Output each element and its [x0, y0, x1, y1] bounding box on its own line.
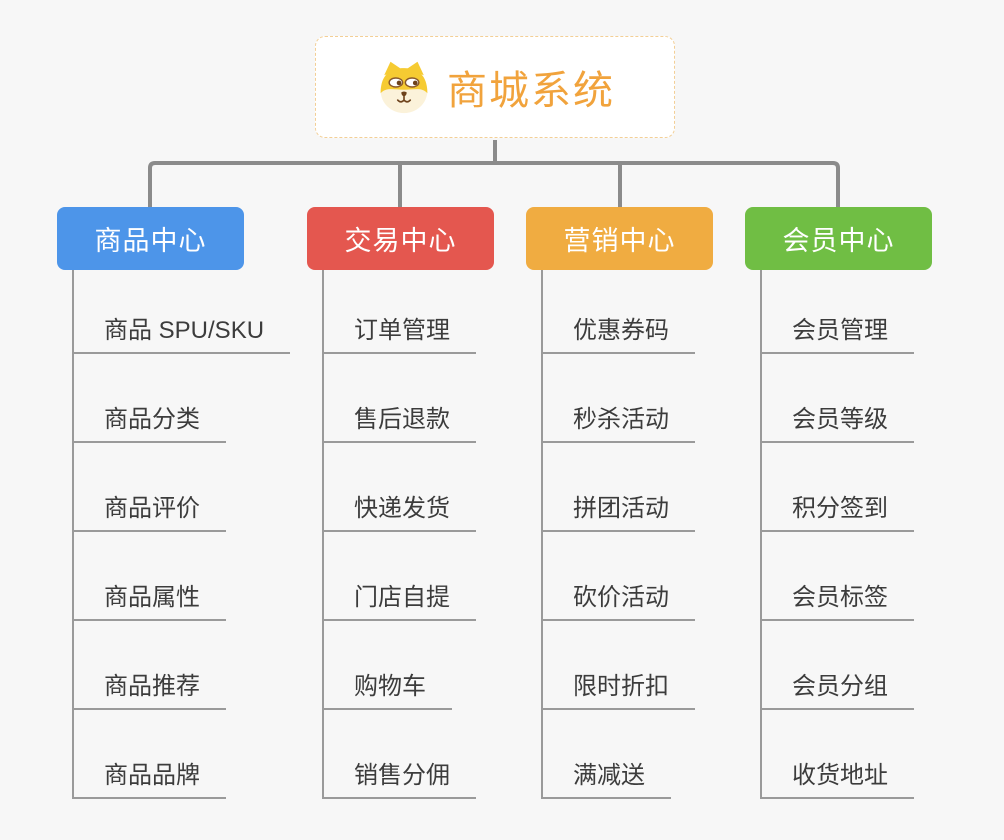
leaf-node[interactable]: 商品推荐 [72, 668, 226, 710]
leaf-node[interactable]: 订单管理 [322, 312, 476, 354]
leaf-node[interactable]: 门店自提 [322, 579, 476, 621]
branch-trunk-line [760, 270, 762, 799]
leaf-node[interactable]: 商品分类 [72, 401, 226, 443]
leaf-node[interactable]: 会员管理 [760, 312, 914, 354]
leaf-node[interactable]: 积分签到 [760, 490, 914, 532]
dog-face-icon [375, 60, 433, 114]
leaf-node[interactable]: 会员标签 [760, 579, 914, 621]
leaf-node[interactable]: 秒杀活动 [541, 401, 695, 443]
branch-node-3[interactable]: 营销中心 [526, 207, 713, 270]
root-node[interactable]: 商城系统 [315, 36, 675, 138]
branch-node-1[interactable]: 商品中心 [57, 207, 244, 270]
branch-node-2[interactable]: 交易中心 [307, 207, 494, 270]
leaf-node[interactable]: 商品属性 [72, 579, 226, 621]
branch-node-4[interactable]: 会员中心 [745, 207, 932, 270]
leaf-node[interactable]: 拼团活动 [541, 490, 695, 532]
root-title: 商城系统 [447, 69, 615, 113]
leaf-node[interactable]: 商品 SPU/SKU [72, 312, 291, 354]
leaf-node[interactable]: 售后退款 [322, 401, 476, 443]
branch-trunk-line [72, 270, 74, 799]
leaf-node[interactable]: 会员分组 [760, 668, 914, 710]
branch-trunk-line [541, 270, 543, 799]
leaf-node[interactable]: 会员等级 [760, 401, 914, 443]
leaf-node[interactable]: 商品品牌 [72, 757, 226, 799]
leaf-node[interactable]: 销售分佣 [322, 757, 476, 799]
leaf-node[interactable]: 快递发货 [322, 490, 476, 532]
leaf-node[interactable]: 砍价活动 [541, 579, 695, 621]
leaf-node[interactable]: 满减送 [541, 757, 671, 799]
leaf-node[interactable]: 收货地址 [760, 757, 914, 799]
leaf-node[interactable]: 购物车 [322, 668, 452, 710]
leaf-node[interactable]: 限时折扣 [541, 668, 695, 710]
leaf-node[interactable]: 商品评价 [72, 490, 226, 532]
branch-trunk-line [322, 270, 324, 799]
leaf-node[interactable]: 优惠券码 [541, 312, 695, 354]
